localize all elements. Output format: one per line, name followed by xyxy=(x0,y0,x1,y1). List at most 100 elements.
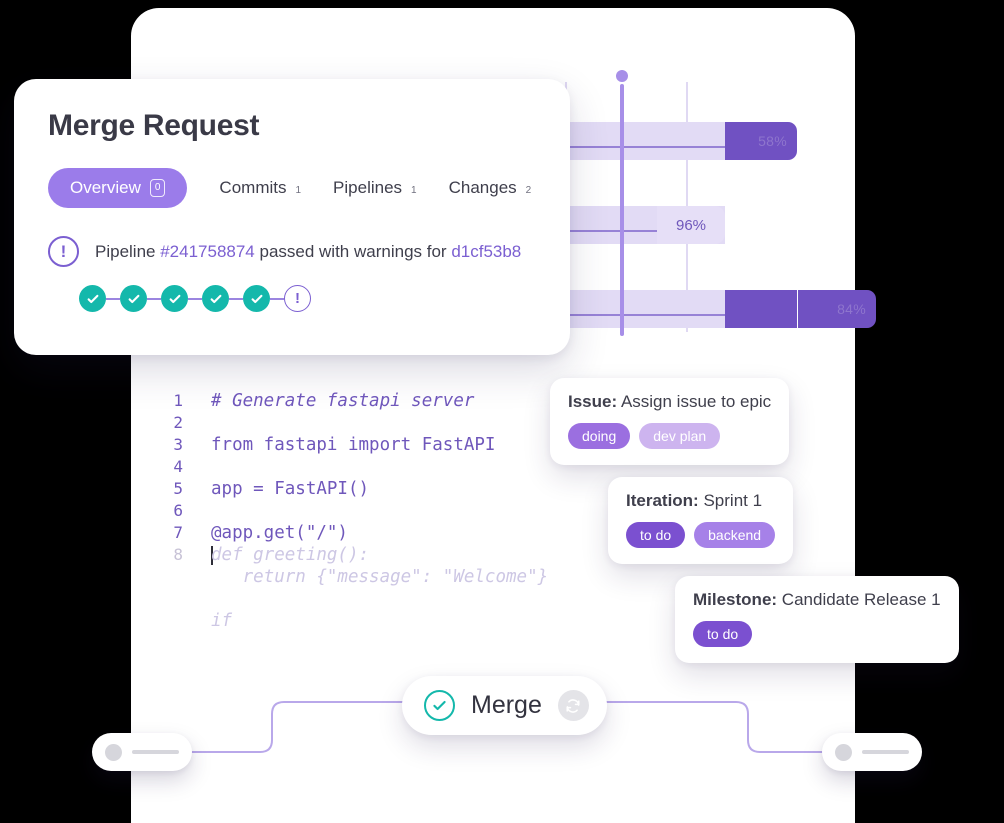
milestone-card-value: Candidate Release 1 xyxy=(781,590,941,609)
iteration-card-title: Iteration: Sprint 1 xyxy=(626,491,775,511)
pipeline-status-row: ! Pipeline #241758874 passed with warnin… xyxy=(48,236,536,267)
iteration-card[interactable]: Iteration: Sprint 1 to do backend xyxy=(608,477,794,564)
code-line: 6 xyxy=(165,500,548,522)
tab-bar: Overview 0 Commits 1 Pipelines 1 Changes… xyxy=(48,168,536,208)
chart-playhead-handle[interactable] xyxy=(616,70,628,82)
chart-value-chip: 96% xyxy=(657,206,725,244)
code-line: 3 from fastapi import FastAPI xyxy=(165,434,548,456)
tag-to-do[interactable]: to do xyxy=(693,621,753,647)
stage-connector xyxy=(270,297,284,300)
code-line: 8 def greeting(): xyxy=(165,544,548,566)
code-line: 2 xyxy=(165,412,548,434)
stage-connector xyxy=(106,297,120,300)
milestone-card-tags: to do xyxy=(693,621,941,647)
stage-connector xyxy=(188,297,202,300)
chart-playhead[interactable] xyxy=(616,70,628,336)
flow-connector-right xyxy=(560,690,900,770)
line-code: def greeting(): xyxy=(211,545,370,565)
line-code: if xyxy=(211,611,233,631)
merge-request-card: Merge Request Overview 0 Commits 1 Pipel… xyxy=(14,79,570,355)
merge-button-label: Merge xyxy=(471,691,542,719)
stage-warning-icon[interactable]: ! xyxy=(284,285,311,312)
tab-commits-label: Commits xyxy=(219,178,287,197)
tab-changes[interactable]: Changes 2 xyxy=(417,178,532,198)
chart-baseline xyxy=(435,146,725,148)
issue-card-tags: doing dev plan xyxy=(568,423,771,449)
tag-backend[interactable]: backend xyxy=(694,522,776,548)
pipeline-prefix: Pipeline xyxy=(95,241,161,261)
line-number: 6 xyxy=(173,501,183,520)
line-code: return {"message": "Welcome"} xyxy=(211,567,549,587)
stage-success-icon[interactable] xyxy=(79,285,106,312)
code-line: return {"message": "Welcome"} xyxy=(165,566,549,588)
line-number: 8 xyxy=(173,545,183,564)
issue-card-value: Assign issue to epic xyxy=(620,392,772,411)
chart-bar: 84% xyxy=(798,290,876,328)
stage-warning-glyph: ! xyxy=(295,290,300,307)
milestone-card-label: Milestone: xyxy=(693,590,778,609)
tab-pipelines[interactable]: Pipelines 1 xyxy=(301,178,417,198)
line-number: 4 xyxy=(173,457,183,476)
tag-doing[interactable]: doing xyxy=(568,423,631,449)
code-line: 5 app = FastAPI() xyxy=(165,478,548,500)
line-code: app = FastAPI() xyxy=(211,479,370,499)
line-number: 5 xyxy=(173,479,183,498)
tab-commits[interactable]: Commits 1 xyxy=(187,178,301,198)
warning-icon: ! xyxy=(48,236,79,267)
node-bar-icon xyxy=(132,750,179,754)
page-title: Merge Request xyxy=(48,109,260,142)
chart-baseline xyxy=(435,314,725,316)
stage-connector xyxy=(147,297,161,300)
tag-dev-plan[interactable]: dev plan xyxy=(639,423,721,449)
chart-bar-label: 58% xyxy=(758,133,787,149)
tab-changes-count: 2 xyxy=(525,185,532,196)
tag-to-do[interactable]: to do xyxy=(626,522,686,548)
chart-bar-label: 84% xyxy=(837,301,866,317)
stage-success-icon[interactable] xyxy=(202,285,229,312)
line-code: @app.get("/") xyxy=(211,523,348,543)
issue-card[interactable]: Issue: Assign issue to epic doing dev pl… xyxy=(550,378,790,465)
pipeline-middle: passed with warnings for xyxy=(254,241,452,261)
code-line: if xyxy=(165,610,548,632)
flow-node-right[interactable] xyxy=(822,733,922,771)
warning-glyph: ! xyxy=(60,242,67,261)
code-line: 4 xyxy=(165,456,548,478)
iteration-card-value: Sprint 1 xyxy=(703,491,763,510)
tab-pipelines-count: 1 xyxy=(411,185,417,196)
tab-overview[interactable]: Overview 0 xyxy=(48,168,188,208)
line-number: 7 xyxy=(173,523,183,542)
pipeline-stages: ! xyxy=(79,285,536,312)
flow-connector-left xyxy=(120,690,460,770)
line-number: 2 xyxy=(173,413,183,432)
code-line: 7 @app.get("/") xyxy=(165,522,548,544)
stage-success-icon[interactable] xyxy=(120,285,147,312)
tab-changes-label: Changes xyxy=(448,178,517,197)
tab-overview-label: Overview xyxy=(70,178,141,197)
issue-card-title: Issue: Assign issue to epic xyxy=(568,392,771,412)
commit-sha-link[interactable]: d1cf53b8 xyxy=(451,241,522,261)
text-cursor xyxy=(211,545,213,565)
node-bar-icon xyxy=(862,750,909,754)
merge-button[interactable]: Merge xyxy=(402,676,607,735)
iteration-card-tags: to do backend xyxy=(626,522,776,548)
flow-node-left[interactable] xyxy=(92,733,192,771)
milestone-card[interactable]: Milestone: Candidate Release 1 to do xyxy=(675,576,959,663)
pipeline-id-link[interactable]: #241758874 xyxy=(160,241,255,261)
line-code: # Generate fastapi server xyxy=(211,391,475,411)
stage-connector xyxy=(229,297,243,300)
code-line xyxy=(165,588,548,610)
stage-success-icon[interactable] xyxy=(161,285,188,312)
chart-bar-segment xyxy=(725,290,797,328)
iteration-card-label: Iteration: xyxy=(626,491,699,510)
tab-pipelines-label: Pipelines xyxy=(333,178,403,197)
code-line: 1 # Generate fastapi server xyxy=(165,390,548,412)
node-dot-icon xyxy=(105,743,122,761)
stage-success-icon[interactable] xyxy=(243,285,270,312)
code-editor[interactable]: 1 # Generate fastapi server 2 3 from fas… xyxy=(165,390,548,632)
node-dot-icon xyxy=(835,743,852,761)
milestone-card-title: Milestone: Candidate Release 1 xyxy=(693,590,941,610)
tab-overview-badge: 0 xyxy=(149,179,166,197)
sync-icon[interactable] xyxy=(557,690,589,721)
line-number: 3 xyxy=(173,435,183,454)
